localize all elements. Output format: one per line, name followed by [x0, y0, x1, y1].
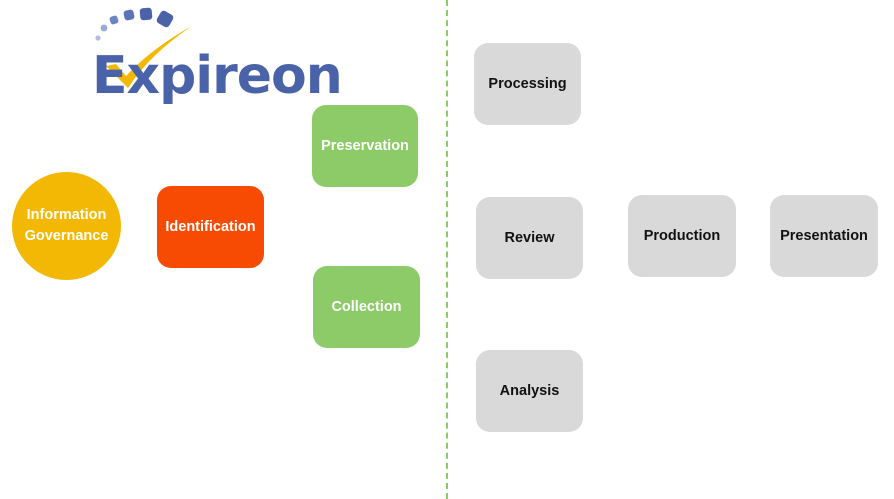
- logo-mark-icon: [95, 7, 192, 88]
- review-node: Review: [476, 197, 583, 279]
- identification-label: Identification: [165, 218, 256, 235]
- expireon-logo: Expireon: [88, 4, 343, 108]
- identification-node: Identification: [157, 186, 264, 268]
- logo-wordmark: Expireon: [92, 46, 343, 106]
- preservation-label: Preservation: [321, 137, 409, 154]
- analysis-label: Analysis: [499, 382, 560, 399]
- phase-divider: [446, 0, 448, 499]
- information-governance-node: Information Governance: [12, 172, 121, 280]
- processing-label: Processing: [488, 75, 567, 92]
- preservation-node: Preservation: [312, 105, 418, 187]
- presentation-label: Presentation: [780, 227, 868, 244]
- review-label: Review: [504, 229, 555, 246]
- collection-node: Collection: [313, 266, 420, 348]
- information-governance-label: Information Governance: [24, 207, 109, 244]
- collection-label: Collection: [331, 298, 402, 315]
- processing-node: Processing: [474, 43, 581, 125]
- analysis-node: Analysis: [476, 350, 583, 432]
- presentation-node: Presentation: [770, 195, 878, 277]
- production-node: Production: [628, 195, 736, 277]
- production-label: Production: [643, 227, 721, 244]
